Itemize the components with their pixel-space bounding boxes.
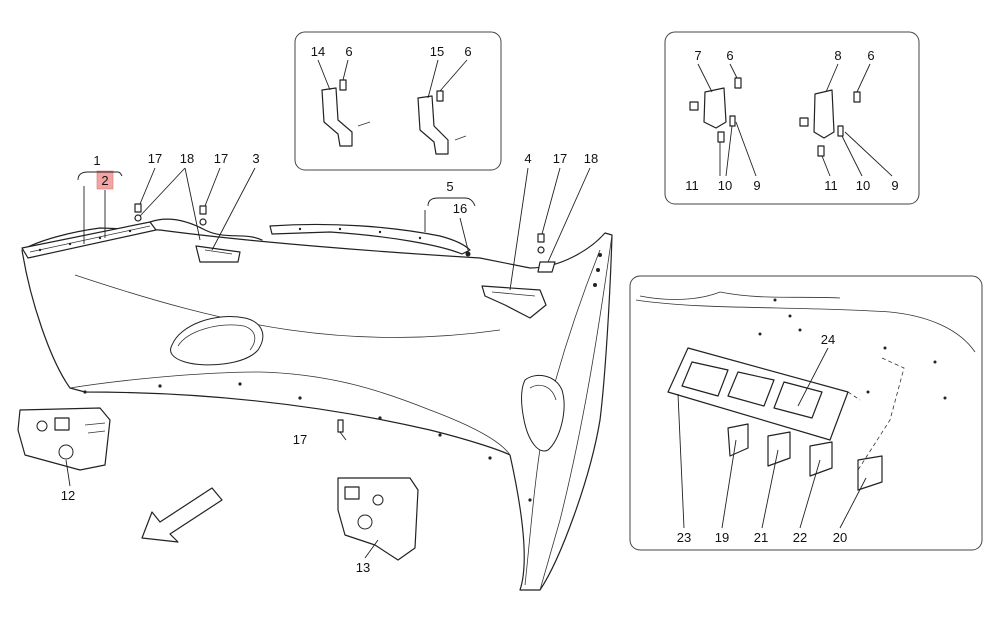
label-2: 2 bbox=[101, 173, 108, 188]
label-18b: 18 bbox=[584, 151, 598, 166]
label-12: 12 bbox=[61, 488, 75, 503]
label-4: 4 bbox=[524, 151, 531, 166]
left-trim-strip bbox=[21, 218, 263, 259]
label-6a: 6 bbox=[345, 44, 352, 59]
part-12-block bbox=[17, 407, 111, 471]
rear-bumper bbox=[21, 227, 613, 591]
label-17b: 17 bbox=[214, 151, 228, 166]
label-17c: 17 bbox=[553, 151, 567, 166]
inset-grille bbox=[629, 275, 983, 551]
label-7: 7 bbox=[694, 48, 701, 63]
label-23: 23 bbox=[677, 530, 691, 545]
label-6b: 6 bbox=[464, 44, 471, 59]
label-16: 16 bbox=[453, 201, 467, 216]
label-8: 8 bbox=[834, 48, 841, 63]
label-24: 24 bbox=[821, 332, 835, 347]
label-3: 3 bbox=[252, 151, 259, 166]
label-6d: 6 bbox=[867, 48, 874, 63]
label-10a-visible: 10 bbox=[718, 178, 732, 193]
label-6c: 6 bbox=[726, 48, 733, 63]
label-11a: 11 bbox=[685, 178, 699, 193]
front-arrow-icon bbox=[141, 487, 223, 543]
label-9a: 9 bbox=[753, 178, 760, 193]
label-17a: 17 bbox=[148, 151, 162, 166]
left-vent bbox=[170, 316, 264, 366]
center-trim-strip bbox=[269, 223, 471, 257]
leader-lines bbox=[65, 59, 893, 559]
label-5: 5 bbox=[446, 179, 453, 194]
inset-brackets-7-8 bbox=[664, 31, 920, 205]
part-13-block bbox=[337, 477, 419, 561]
label-1: 1 bbox=[93, 153, 100, 168]
highlight-part-2 bbox=[96, 170, 114, 190]
label-21: 21 bbox=[754, 530, 768, 545]
label-14: 14 bbox=[311, 44, 325, 59]
part-labels: 1 2 17 18 17 3 5 16 4 17 18 14 6 15 6 7 … bbox=[61, 44, 899, 575]
label-18a: 18 bbox=[180, 151, 194, 166]
label-13: 13 bbox=[356, 560, 370, 575]
label-17d: 17 bbox=[293, 432, 307, 447]
bracket-3 bbox=[195, 245, 241, 263]
label-15: 15 bbox=[430, 44, 444, 59]
label-19: 19 bbox=[715, 530, 729, 545]
label-22: 22 bbox=[793, 530, 807, 545]
label-9b: 9 bbox=[891, 178, 898, 193]
label-10b: 10 bbox=[856, 178, 870, 193]
label-11b: 11 bbox=[824, 178, 838, 193]
bracket-4 bbox=[481, 261, 556, 319]
label-20: 20 bbox=[833, 530, 847, 545]
